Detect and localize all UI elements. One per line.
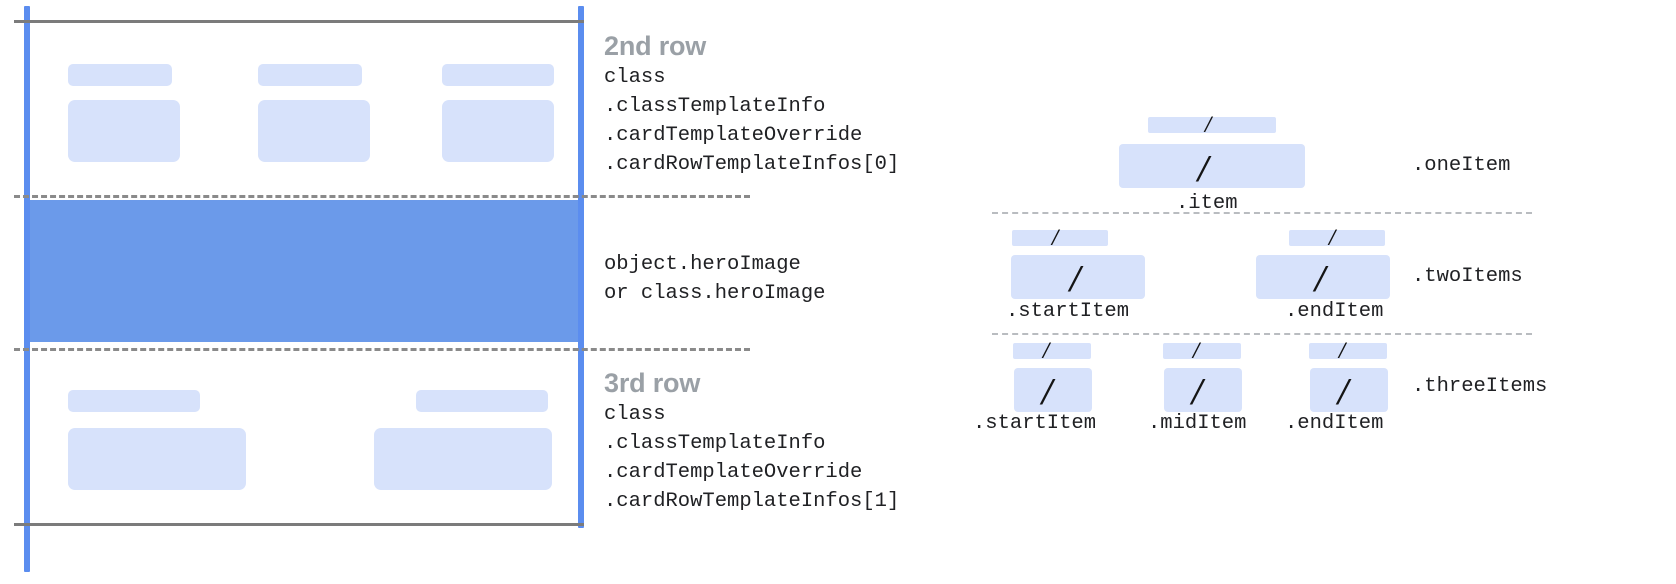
- row3-code-line-4: .cardRowTemplateInfos[1]: [604, 490, 900, 513]
- row2-chip-title-3: [442, 64, 554, 86]
- row2-heading: 2nd row: [604, 31, 707, 61]
- three-items-mid-bar-big: [1164, 368, 1242, 412]
- slash-icon: /: [1192, 371, 1203, 413]
- row2-annotation: 2nd row class .classTemplateInfo .cardTe…: [604, 29, 899, 179]
- three-items-end-bar-small: [1309, 343, 1387, 359]
- row3-code-line-3: .cardTemplateOverride: [604, 461, 863, 484]
- divider-above-hero: [14, 195, 750, 198]
- card-mock: [0, 0, 750, 584]
- row3-annotation: 3rd row class .classTemplateInfo .cardTe…: [604, 366, 899, 516]
- three-items-end-bar-big: [1310, 368, 1388, 412]
- card-left-rail: [24, 6, 30, 572]
- hero-code-line-2: or class.heroImage: [604, 282, 826, 305]
- layout-divider-1: [992, 212, 1532, 214]
- two-items-end-bar-small: [1289, 230, 1385, 246]
- slash-icon: /: [1315, 258, 1326, 300]
- two-items-end-label: .endItem: [1285, 300, 1384, 323]
- slash-icon: /: [1043, 338, 1050, 363]
- group-label-three-items: .threeItems: [1412, 375, 1548, 398]
- row2-code-line-2: .classTemplateInfo: [604, 95, 826, 118]
- three-items-mid-bar-small: [1163, 343, 1241, 359]
- row2-code-line-4: .cardRowTemplateInfos[0]: [604, 153, 900, 176]
- two-items-start-bar-small: [1012, 230, 1108, 246]
- slash-icon: /: [1198, 148, 1209, 190]
- layout-divider-2: [992, 333, 1532, 335]
- row3-chip-body-2: [374, 428, 552, 490]
- row3-code-line-2: .classTemplateInfo: [604, 432, 826, 455]
- slash-icon: /: [1070, 258, 1081, 300]
- three-items-end-label: .endItem: [1285, 412, 1384, 435]
- row2-chip-title-2: [258, 64, 362, 86]
- three-items-start-bar-big: [1014, 368, 1092, 412]
- card-row-3: [30, 352, 578, 522]
- row2-code-line-3: .cardTemplateOverride: [604, 124, 863, 147]
- three-items-start-bar-small: [1013, 343, 1091, 359]
- row3-heading: 3rd row: [604, 368, 701, 398]
- three-items-start-label: .startItem: [973, 412, 1097, 435]
- group-label-two-items: .twoItems: [1412, 265, 1523, 288]
- slash-icon: /: [1339, 338, 1346, 363]
- row2-chip-body-3: [442, 100, 554, 162]
- two-items-start-label: .startItem: [1006, 300, 1130, 323]
- one-item-bar-small: [1148, 117, 1276, 133]
- two-items-end-bar-big: [1256, 255, 1390, 299]
- one-item-bar-big: [1119, 144, 1305, 188]
- row2-chip-body-2: [258, 100, 370, 162]
- card-right-rail: [578, 6, 584, 528]
- divider-below-hero: [14, 348, 750, 351]
- card-bottom-rule: [14, 523, 584, 526]
- one-item-label: .item: [1176, 192, 1238, 215]
- card-row-2: [30, 24, 578, 194]
- slash-icon: /: [1052, 225, 1059, 250]
- slash-icon: /: [1042, 371, 1053, 413]
- slash-icon: /: [1193, 338, 1200, 363]
- row3-chip-title-1: [68, 390, 200, 412]
- row2-code-line-1: class: [604, 66, 666, 89]
- group-label-one-item: .oneItem: [1412, 154, 1511, 177]
- row3-code-line-1: class: [604, 403, 666, 426]
- two-items-start-bar-big: [1011, 255, 1145, 299]
- row2-chip-body-1: [68, 100, 180, 162]
- row2-chip-title-1: [68, 64, 172, 86]
- slash-icon: /: [1338, 371, 1349, 413]
- hero-code-line-1: object.heroImage: [604, 253, 801, 276]
- hero-image-band: [30, 200, 578, 342]
- row3-chip-body-1: [68, 428, 246, 490]
- hero-annotation: object.heroImage or class.heroImage: [604, 250, 825, 308]
- slash-icon: /: [1329, 225, 1336, 250]
- three-items-mid-label: .midItem: [1148, 412, 1247, 435]
- card-top-rule: [14, 20, 584, 23]
- slash-icon: /: [1205, 112, 1212, 137]
- row3-chip-title-2: [416, 390, 548, 412]
